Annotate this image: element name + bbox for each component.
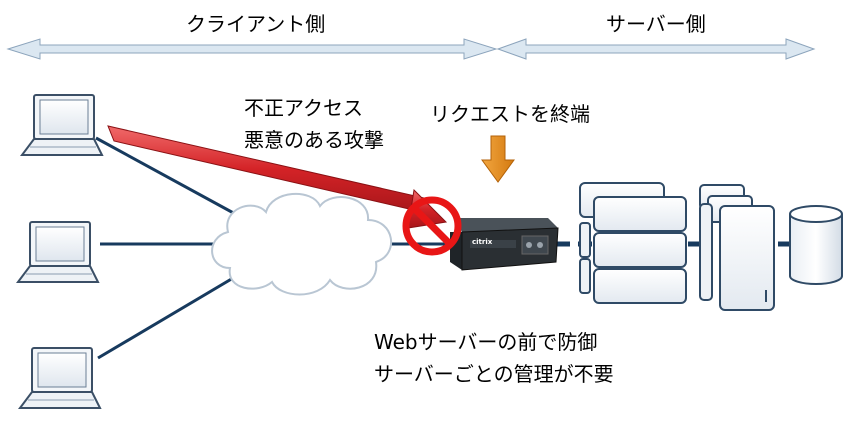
attack-label-line1: 不正アクセス	[244, 96, 363, 120]
appliance-icon	[450, 218, 559, 271]
terminate-label: リクエストを終端	[430, 102, 590, 126]
client-side-heading: クライアント側	[186, 12, 326, 36]
server-side-range-arrow	[496, 38, 816, 60]
server-icon	[579, 182, 687, 304]
laptop-icon	[20, 94, 104, 156]
server-icon	[699, 184, 775, 311]
laptop-icon	[18, 347, 102, 409]
server-side-heading: サーバー側	[606, 12, 706, 36]
laptop-icon	[16, 221, 100, 283]
network-links	[95, 136, 450, 360]
client-side-range-arrow	[6, 38, 498, 60]
cloud-icon	[211, 193, 393, 296]
prohibit-icon	[402, 196, 462, 256]
link-laptop-3	[97, 266, 251, 360]
link-laptop-1	[95, 136, 251, 224]
benefit-label-line2: サーバーごとの管理が不要	[374, 362, 614, 386]
benefit-label-line1: Webサーバーの前で防御	[374, 330, 598, 354]
database-icon	[789, 205, 843, 285]
appliance-brand-label: citrix	[472, 238, 493, 246]
terminate-arrow-icon	[481, 135, 515, 183]
attack-label-line2: 悪意のある攻撃	[244, 128, 384, 152]
